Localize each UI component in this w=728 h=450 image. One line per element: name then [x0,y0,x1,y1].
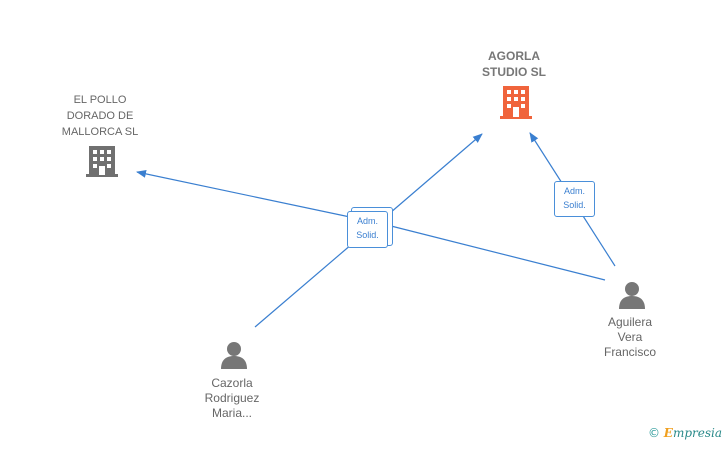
relation-badge-center[interactable]: Adm. Solid. [347,211,388,248]
person-label-cazorla[interactable]: Cazorla Rodriguez Maria... [204,376,260,420]
brand-initial: E [663,426,673,440]
edge-hub-to-agorla [389,133,483,214]
person-icon[interactable] [219,340,249,370]
copyright-symbol: © [647,426,660,440]
company-label-pollo[interactable]: EL POLLO DORADO DE MALLORCA SL [61,94,139,138]
relation-role: Adm. [563,186,585,196]
brand-name: mpresia [672,426,722,440]
relation-type: Solid. [563,200,586,210]
person-label-aguilera[interactable]: Aguilera Vera Francisco [603,315,656,359]
edge-cazorla-to-hub [254,243,353,328]
building-icon[interactable] [500,84,532,120]
relation-badge-right[interactable]: Adm. Solid. [554,181,595,217]
brand-watermark: © Empresia [648,426,722,440]
company-label-agorla[interactable]: AGORLA STUDIO SL [481,49,546,79]
edge-aguilera-to-hub [390,225,606,281]
relation-type: Solid. [356,230,379,240]
person-icon[interactable] [617,280,647,310]
building-icon[interactable] [86,142,118,178]
relation-role: Adm. [356,216,378,226]
edge-hub-to-pollo [136,169,351,218]
